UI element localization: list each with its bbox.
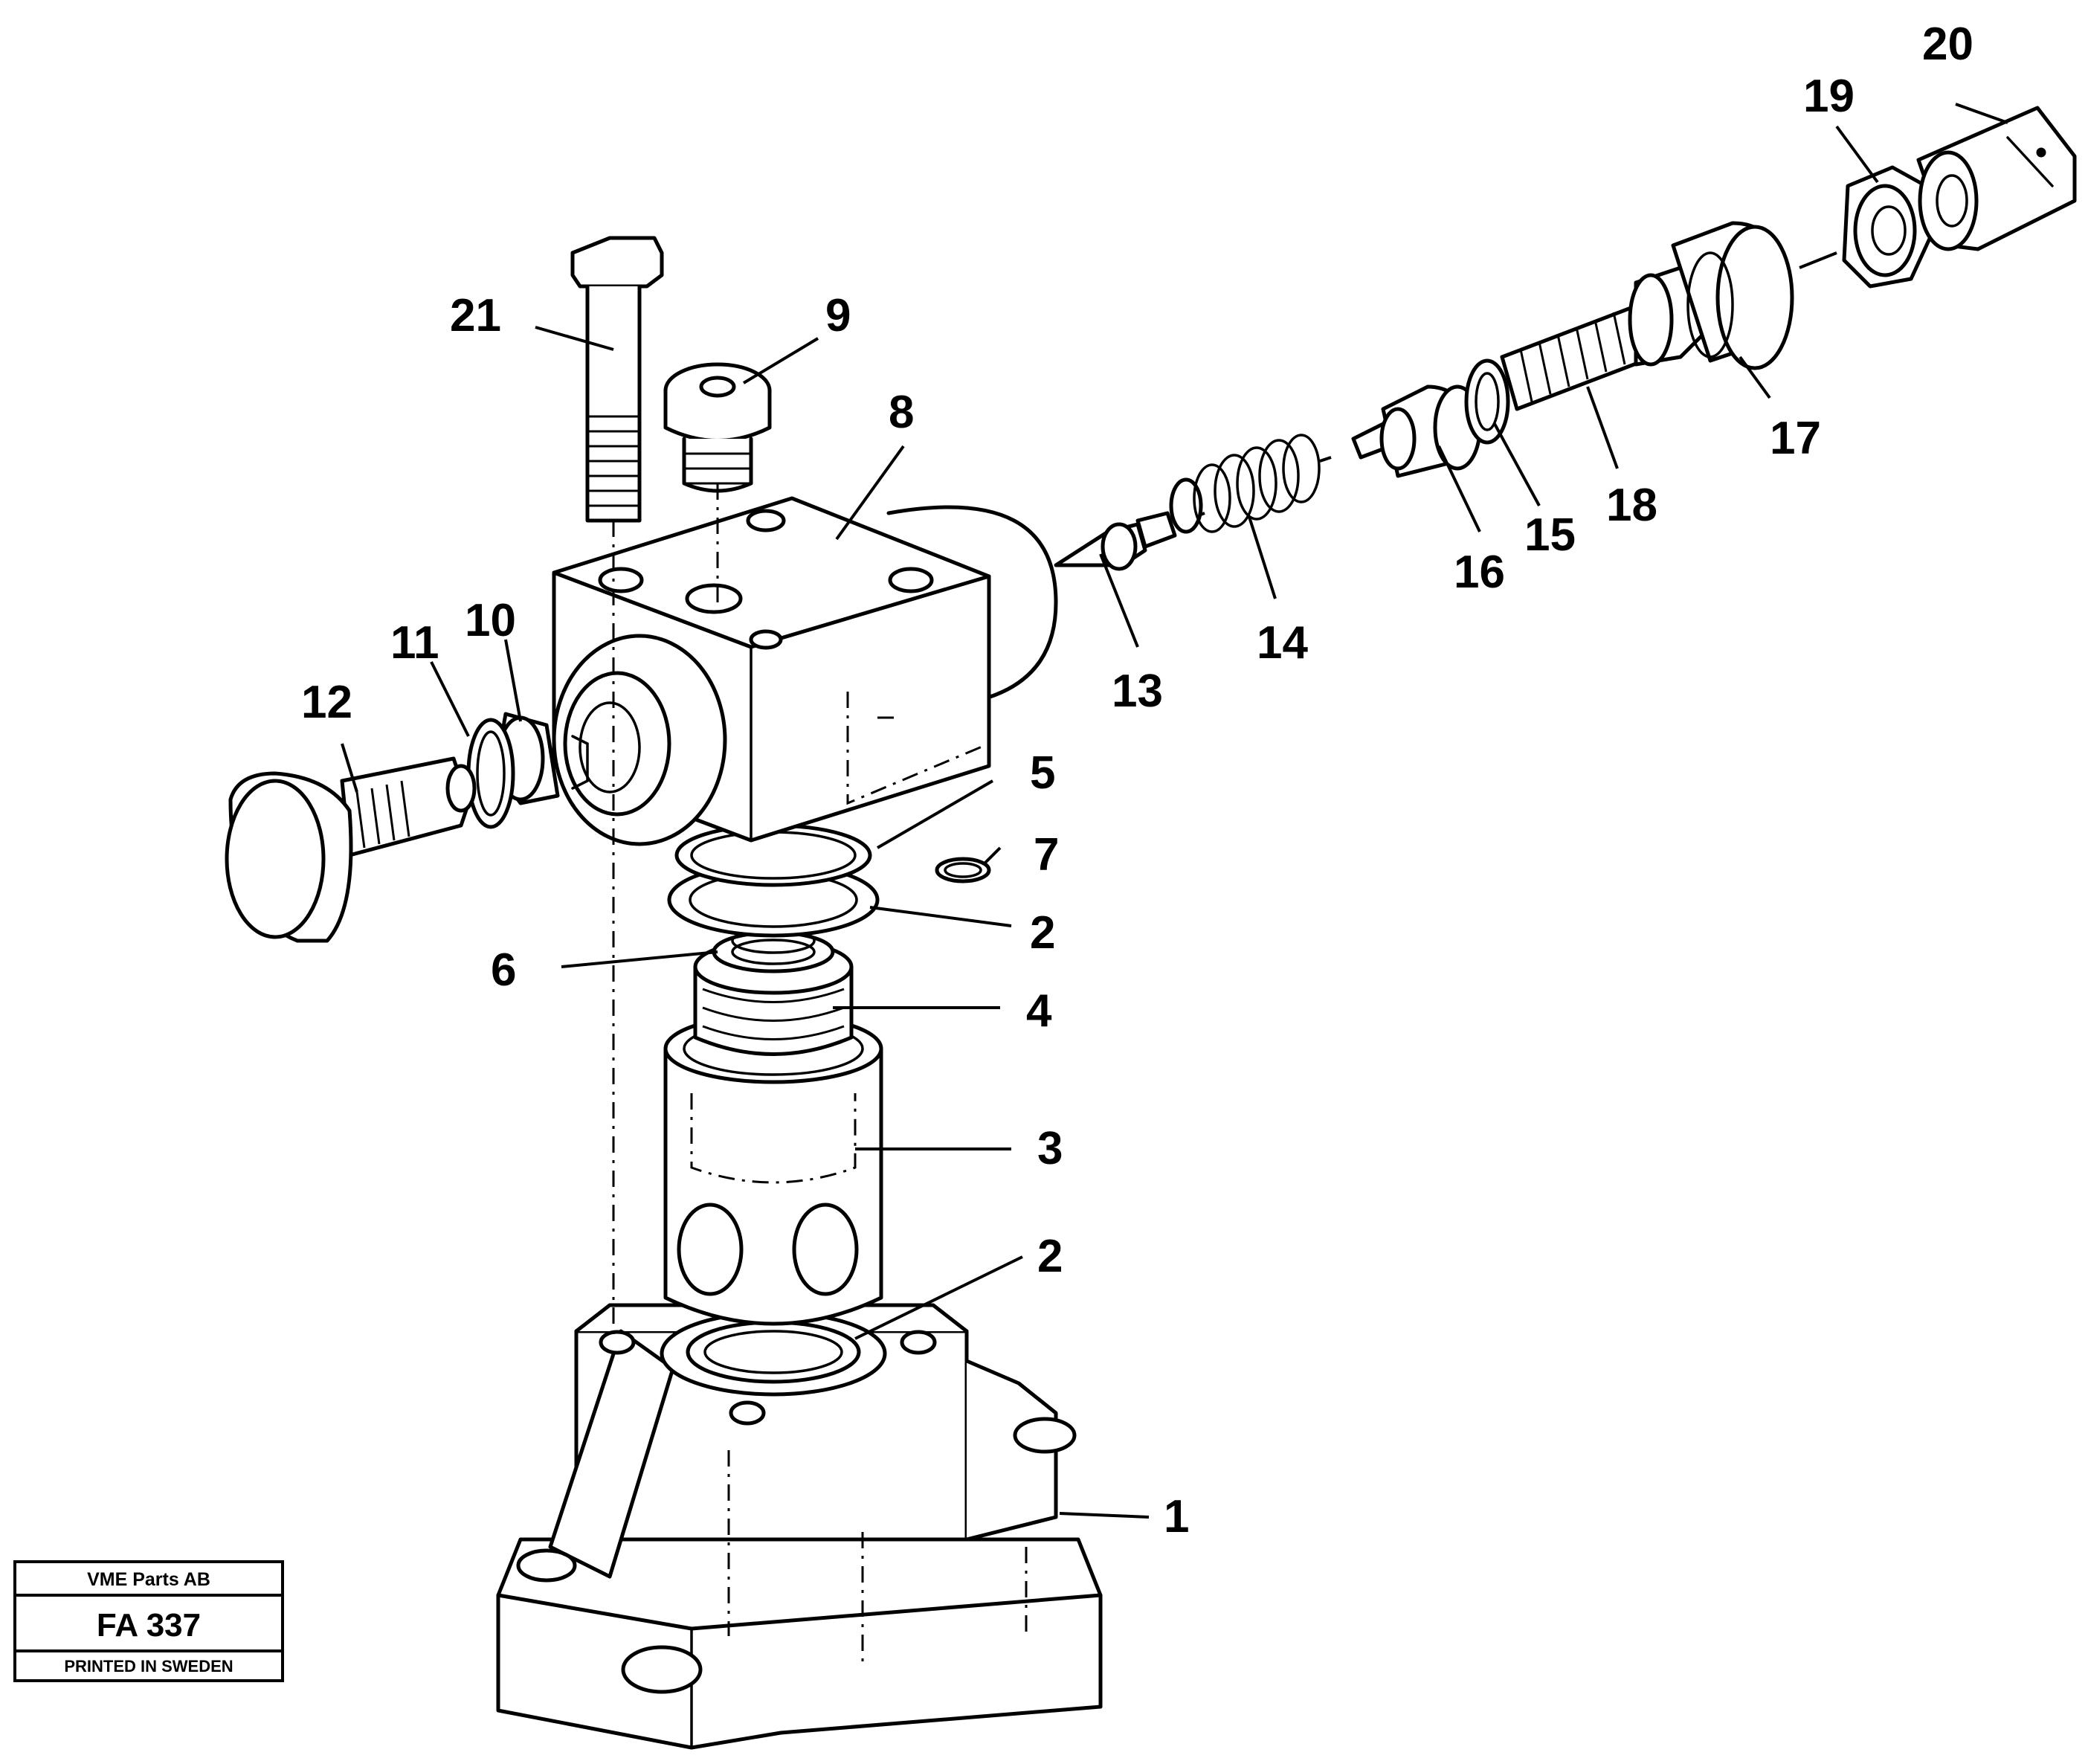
callout-2-lower: 2 xyxy=(1037,1231,1063,1282)
leader-19 xyxy=(1835,125,1879,184)
part-20-cap xyxy=(1916,106,2077,251)
callout-2-upper: 2 xyxy=(1030,907,1055,959)
part-17-lock-nut xyxy=(1628,221,1794,370)
callout-6: 6 xyxy=(491,944,516,996)
leader-2-upper xyxy=(869,906,1012,927)
leader-16 xyxy=(1437,445,1481,532)
callout-3: 3 xyxy=(1037,1123,1063,1174)
stamp-printed: PRINTED IN SWEDEN xyxy=(64,1657,233,1676)
part-3-sleeve xyxy=(663,1013,883,1326)
part-15-washer xyxy=(1464,358,1510,445)
leader-14 xyxy=(1248,516,1277,599)
part-12-end-plug xyxy=(225,756,477,943)
callout-labels: 1 2 3 4 5 6 7 8 9 10 11 12 13 14 15 16 1… xyxy=(301,19,1973,1542)
leader-18 xyxy=(1586,386,1619,469)
callout-19: 19 xyxy=(1803,71,1855,122)
callout-10: 10 xyxy=(465,595,516,646)
part-8-valve-block xyxy=(552,496,1058,846)
part-16-spring-seat xyxy=(1351,384,1482,478)
leader-1 xyxy=(1059,1512,1150,1519)
part-11-snap-ring xyxy=(466,718,515,829)
part-1-base-housing xyxy=(496,1303,1103,1750)
part-19-nut xyxy=(1799,165,1936,289)
leader-13 xyxy=(1099,553,1139,648)
leader-12 xyxy=(341,743,358,793)
callout-15: 15 xyxy=(1524,509,1576,561)
callout-8: 8 xyxy=(889,387,914,438)
leader-15 xyxy=(1493,423,1541,506)
callout-7: 7 xyxy=(1034,829,1059,881)
callout-11: 11 xyxy=(390,617,439,669)
part-7-small-o-ring xyxy=(935,857,991,883)
stamp-code: FA 337 xyxy=(97,1607,201,1644)
leader-17 xyxy=(1739,355,1771,399)
callout-9: 9 xyxy=(825,290,851,341)
callout-16: 16 xyxy=(1454,547,1505,598)
stamp-company: VME Parts AB xyxy=(87,1569,210,1590)
callout-13: 13 xyxy=(1112,666,1163,717)
callout-17: 17 xyxy=(1770,413,1821,464)
identification-stamp: VME Parts AB FA 337 PRINTED IN SWEDEN xyxy=(13,1560,284,1682)
part-9-plug-screw xyxy=(663,362,772,610)
leader-9 xyxy=(742,337,819,384)
callout-21: 21 xyxy=(450,290,501,341)
leader-2-lower xyxy=(854,1255,1023,1340)
callout-5: 5 xyxy=(1030,747,1055,799)
leader-6 xyxy=(561,950,718,968)
callout-4: 4 xyxy=(1026,985,1052,1037)
leader-21 xyxy=(535,326,614,351)
part-14-spring xyxy=(1169,434,1332,534)
part-13-cone-valve xyxy=(1054,511,1205,571)
leader-8 xyxy=(835,445,905,541)
leader-10 xyxy=(504,639,522,722)
part-2-lower-seal xyxy=(686,1320,861,1384)
leader-5 xyxy=(876,779,994,849)
callout-20: 20 xyxy=(1922,19,1973,70)
leader-lines xyxy=(341,103,2008,1519)
leader-7 xyxy=(984,846,1002,864)
callout-14: 14 xyxy=(1257,617,1308,669)
leader-20 xyxy=(1955,103,2008,124)
leader-11 xyxy=(430,661,470,737)
callout-12: 12 xyxy=(301,677,352,728)
callout-18: 18 xyxy=(1606,480,1657,531)
callout-1: 1 xyxy=(1164,1491,1189,1542)
